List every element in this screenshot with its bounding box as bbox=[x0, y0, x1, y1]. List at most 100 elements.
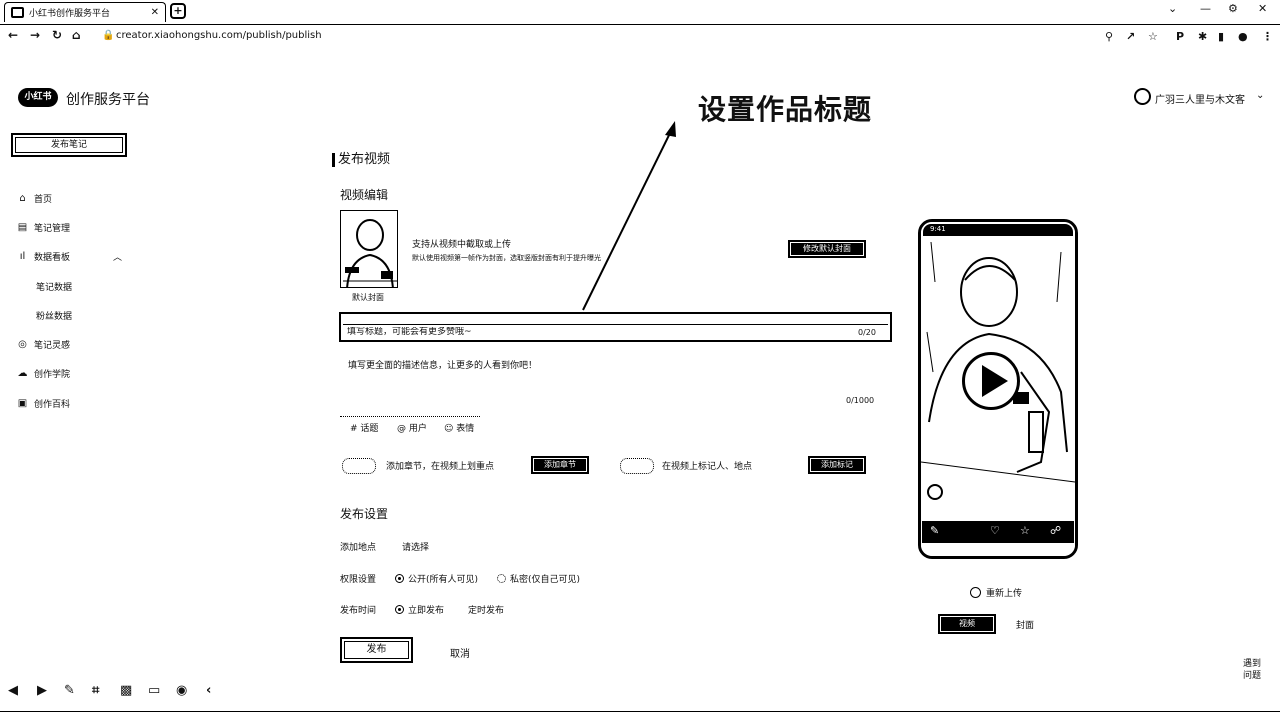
minimize-icon[interactable]: — bbox=[1200, 2, 1211, 15]
publish-scheduled-radio[interactable]: 定时发布 bbox=[455, 603, 504, 616]
chapter-icon bbox=[342, 458, 376, 474]
forward-icon[interactable]: → bbox=[30, 28, 41, 42]
bottom-divider bbox=[0, 711, 1280, 712]
chevron-down-icon[interactable]: ⌄ bbox=[1168, 2, 1178, 15]
add-mark-label: 添加标记 bbox=[811, 459, 863, 471]
settings-icon[interactable]: ⚙ bbox=[1228, 2, 1238, 15]
sidebar-subitem-fans-data[interactable]: 粉丝数据 bbox=[36, 312, 73, 322]
description-char-count: 0/1000 bbox=[846, 396, 875, 405]
visibility-label: 权限设置 bbox=[340, 575, 377, 585]
cover-label: 默认封面 bbox=[352, 293, 384, 302]
collect-icon: ☆ bbox=[1020, 524, 1030, 537]
play-icon[interactable]: ▶ bbox=[37, 683, 47, 698]
sidebar-item-label: 笔记灵感 bbox=[34, 341, 71, 351]
sidebar-item-label: 创作百科 bbox=[34, 400, 71, 410]
address-bar[interactable]: creator.xiaohongshu.com/publish/publish bbox=[116, 30, 322, 41]
home-browser-icon[interactable]: ⌂ bbox=[72, 28, 81, 42]
help-line-2: 问题 bbox=[1242, 671, 1261, 681]
title-highlight-box bbox=[339, 312, 892, 342]
reload-icon[interactable]: ↻ bbox=[52, 28, 63, 42]
publish-note-button[interactable]: 发布笔记 bbox=[11, 133, 127, 157]
sidebar-item-inspiration[interactable]: ◎ 笔记灵感 bbox=[17, 338, 70, 351]
visibility-public-label: 公开(所有人可见) bbox=[408, 575, 479, 585]
back-icon[interactable]: ← bbox=[8, 28, 19, 42]
chat-icon[interactable]: ▭ bbox=[148, 683, 161, 698]
publish-scheduled-label: 定时发布 bbox=[468, 606, 505, 616]
collapse-icon[interactable]: ‹ bbox=[206, 683, 212, 698]
menu-icon[interactable]: ⋮ bbox=[1262, 30, 1273, 43]
share-icon: ☍ bbox=[1050, 524, 1062, 537]
video-preview[interactable] bbox=[918, 219, 1078, 559]
sidebar-subitem-note-data[interactable]: 笔记数据 bbox=[36, 283, 73, 293]
favicon-icon bbox=[11, 7, 24, 18]
tab-cover[interactable]: 封面 bbox=[1016, 621, 1035, 631]
publish-now-label: 立即发布 bbox=[408, 606, 445, 616]
close-tab-icon[interactable]: ✕ bbox=[150, 7, 159, 18]
rewind-icon[interactable]: ◀ bbox=[8, 683, 18, 698]
publish-button[interactable]: 发布 bbox=[340, 637, 413, 663]
palette-icon[interactable]: ◉ bbox=[176, 683, 188, 698]
phone-status-bar bbox=[923, 224, 1073, 236]
sidebar-item-data-board[interactable]: ıl 数据看板 bbox=[17, 250, 70, 263]
sidebar-item-note-manage[interactable]: ▤ 笔记管理 bbox=[17, 221, 70, 234]
chevron-up-icon[interactable]: ︿ bbox=[113, 253, 123, 263]
screenshot-icon[interactable]: ⌗ bbox=[92, 683, 100, 698]
mention-user-button[interactable]: @ 用户 bbox=[397, 424, 427, 434]
new-tab-icon[interactable]: + bbox=[170, 3, 186, 19]
browser-tab[interactable]: 小红书创作服务平台 ✕ bbox=[4, 2, 166, 22]
camera-icon[interactable]: ▩ bbox=[120, 683, 133, 698]
insert-toolbar bbox=[340, 416, 480, 435]
emoji-button[interactable]: ☺ 表情 bbox=[444, 424, 475, 434]
location-label: 添加地点 bbox=[340, 543, 377, 553]
share-icon[interactable]: ↗ bbox=[1126, 30, 1136, 43]
annotation-arrow bbox=[582, 121, 676, 311]
sidebar-item-academy[interactable]: ☁ 创作学院 bbox=[17, 367, 71, 380]
browser-tab-title: 小红书创作服务平台 bbox=[29, 9, 111, 19]
reupload-button[interactable]: 重新上传 bbox=[970, 586, 1022, 599]
visibility-private-radio[interactable]: 私密(仅自己可见) bbox=[497, 572, 580, 585]
help-line-1: 遇到 bbox=[1242, 659, 1261, 669]
sidebar-item-encyclopedia[interactable]: ▣ 创作百科 bbox=[17, 397, 70, 410]
lock-icon: 🔒 bbox=[102, 30, 115, 41]
visibility-public-radio[interactable]: 公开(所有人可见) bbox=[395, 572, 478, 585]
topic-button[interactable]: # 话题 bbox=[350, 424, 379, 434]
location-icon[interactable]: ⚲ bbox=[1105, 30, 1114, 43]
sidepanel-icon[interactable]: ▮ bbox=[1218, 30, 1225, 43]
sidebar-item-label: 首页 bbox=[34, 195, 53, 205]
cover-thumbnail[interactable] bbox=[340, 210, 398, 288]
cancel-button[interactable]: 取消 bbox=[450, 649, 470, 660]
tab-video[interactable]: 视频 bbox=[938, 614, 996, 634]
add-mark-button[interactable]: 添加标记 bbox=[808, 456, 866, 474]
sidebar-item-label: 数据看板 bbox=[34, 253, 71, 263]
profile-icon[interactable]: ● bbox=[1238, 30, 1248, 43]
radio-selected-icon bbox=[395, 574, 404, 583]
title-input[interactable] bbox=[347, 327, 827, 337]
radio-selected-icon bbox=[395, 605, 404, 614]
sidebar-item-home[interactable]: ⌂ 首页 bbox=[17, 192, 52, 205]
avatar[interactable] bbox=[1134, 88, 1151, 105]
sidebar-item-label: 创作学院 bbox=[34, 370, 71, 380]
page-title: 发布视频 bbox=[332, 153, 390, 167]
phone-time: 9:41 bbox=[930, 225, 946, 233]
tab-video-label: 视频 bbox=[941, 617, 993, 631]
help-link[interactable]: 遇到 问题 bbox=[1239, 658, 1265, 682]
extension-icon[interactable]: P bbox=[1176, 30, 1185, 43]
pen-icon[interactable]: ✎ bbox=[64, 683, 75, 698]
sidebar-item-label: 笔记管理 bbox=[34, 224, 71, 234]
chevron-down-icon[interactable]: ⌄ bbox=[1256, 90, 1265, 101]
radio-unselected-icon bbox=[497, 574, 506, 583]
star-icon[interactable]: ☆ bbox=[1148, 30, 1158, 43]
location-select[interactable]: 请选择 bbox=[402, 540, 429, 553]
publish-label: 发布 bbox=[344, 641, 409, 659]
radio-unselected-icon bbox=[455, 605, 464, 614]
refresh-icon bbox=[970, 587, 981, 598]
add-chapter-button[interactable]: 添加章节 bbox=[531, 456, 589, 474]
edit-cover-button[interactable]: 修改默认封面 bbox=[788, 240, 866, 258]
publish-now-radio[interactable]: 立即发布 bbox=[395, 603, 444, 616]
edit-cover-label: 修改默认封面 bbox=[791, 243, 863, 255]
user-name[interactable]: 广羽三人里与木文客 bbox=[1155, 95, 1245, 106]
puzzle-icon[interactable]: ✱ bbox=[1198, 30, 1208, 43]
description-input[interactable]: 填写更全面的描述信息，让更多的人看到你吧！ bbox=[348, 361, 538, 371]
play-icon bbox=[982, 365, 1008, 397]
close-window-icon[interactable]: ✕ bbox=[1258, 2, 1268, 15]
